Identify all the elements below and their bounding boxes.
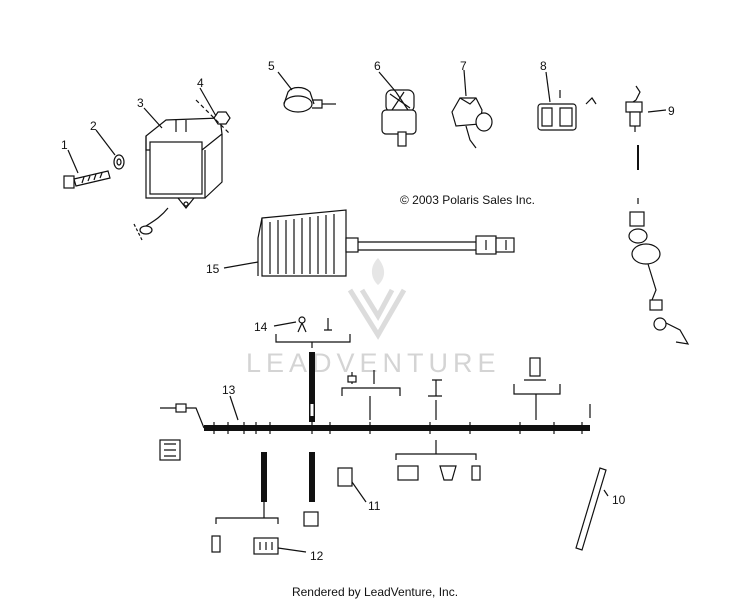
callout-15: 15 (206, 262, 220, 276)
watermark-logo (347, 258, 407, 340)
leader-2 (95, 129, 116, 156)
regulator-lead (145, 207, 169, 227)
callout-9: 9 (668, 104, 675, 118)
leader-3 (143, 107, 163, 129)
main-harness-part (159, 352, 591, 553)
callout-12: 12 (310, 549, 324, 563)
callout-10: 10 (612, 493, 626, 507)
washer-hole (116, 158, 122, 166)
callout-4: 4 (197, 76, 204, 90)
leader-10 (603, 489, 609, 497)
callout-8: 8 (540, 59, 547, 73)
watermark-text: LEADVENTURE (246, 348, 501, 378)
leader-15 (223, 261, 259, 269)
ignition-switch-part (381, 89, 417, 147)
nut-part (213, 111, 231, 125)
leader-12 (277, 547, 307, 553)
ring-terminal (139, 225, 153, 235)
leader-13 (229, 395, 239, 421)
leader-8 (545, 71, 551, 103)
callout-14: 14 (254, 320, 268, 334)
callout-3: 3 (137, 96, 144, 110)
callout-7: 7 (460, 59, 467, 73)
leader-6 (378, 71, 397, 93)
callout-5: 5 (268, 59, 275, 73)
cdi-module-part (257, 209, 515, 277)
callout-13: 13 (222, 383, 236, 397)
horn-part (283, 86, 336, 113)
leader-14 (273, 321, 297, 327)
leader-4 (199, 87, 217, 117)
leader-5 (277, 71, 293, 91)
relay-part (537, 90, 597, 131)
leader-1 (67, 149, 79, 174)
regulator-part (145, 117, 223, 209)
washer-part (113, 154, 125, 170)
connector-14-part (275, 316, 351, 348)
cable-tie-part (575, 467, 607, 551)
handlebar-switch-part (451, 97, 493, 149)
leader-9 (647, 109, 667, 113)
copyright-text: © 2003 Polaris Sales Inc. (400, 193, 535, 207)
callout-11: 11 (368, 499, 381, 513)
callout-2: 2 (90, 119, 97, 133)
brake-switch-part (625, 85, 690, 345)
footer-text: Rendered by LeadVenture, Inc. (291, 585, 459, 599)
leader-11 (351, 481, 367, 503)
callout-6: 6 (374, 59, 381, 73)
bolt-part (63, 170, 111, 189)
leader-7 (463, 69, 467, 97)
callout-1: 1 (61, 138, 68, 152)
